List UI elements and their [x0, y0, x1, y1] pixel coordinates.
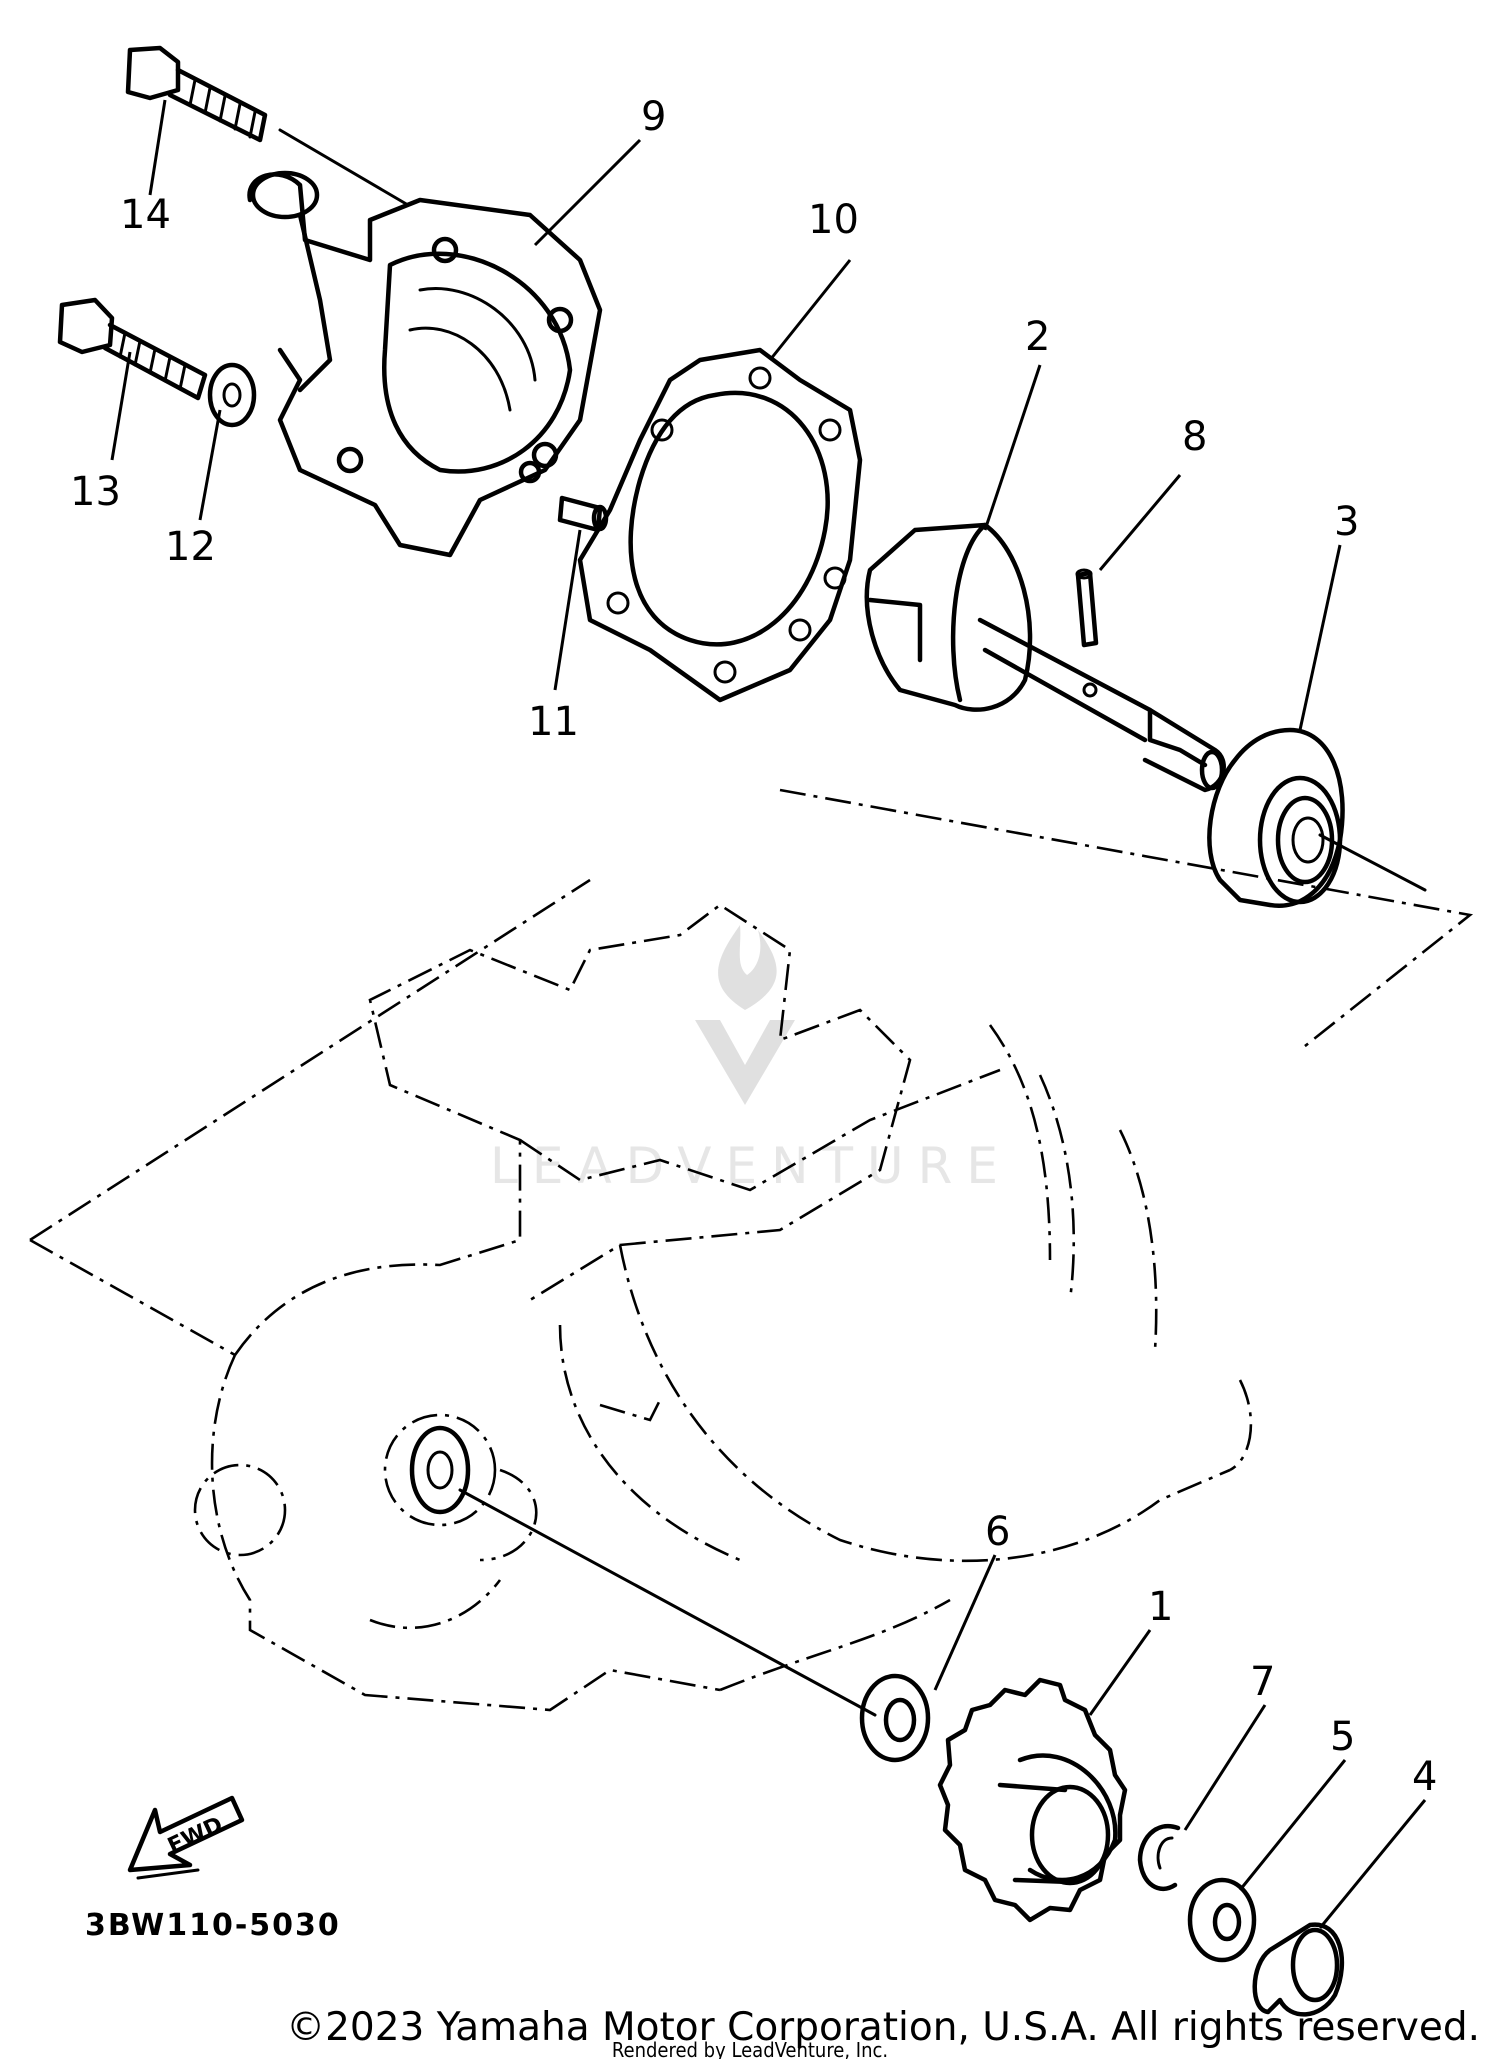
impeller-shaft-2 — [864, 522, 1226, 793]
fwd-label: FWD — [164, 1812, 227, 1859]
watermark: LEADVENTURE — [490, 925, 1012, 1195]
gear-1 — [937, 1677, 1128, 1923]
circlip-7 — [1137, 1824, 1181, 1892]
callout-12: 12 — [165, 524, 216, 570]
gasket-10 — [577, 347, 863, 703]
rendered-by-credit: Rendered by LeadVenture, Inc. — [612, 2038, 888, 2059]
callout-5: 5 — [1330, 1714, 1355, 1760]
washer-5 — [1187, 1877, 1257, 1963]
callout-8: 8 — [1182, 414, 1207, 460]
callout-10: 10 — [808, 197, 859, 243]
leadventure-logo-icon — [695, 925, 795, 1105]
pump-housing-9 — [247, 170, 603, 558]
callout-6: 6 — [985, 1509, 1010, 1555]
callouts: 9 10 2 8 3 11 12 13 14 6 1 7 5 4 — [70, 94, 1437, 1800]
washer-6 — [859, 1673, 931, 1763]
washer-12 — [207, 362, 257, 428]
callout-14: 14 — [120, 192, 171, 238]
bolt-13 — [57, 297, 208, 401]
impeller-axis-line — [458, 1488, 877, 1717]
callout-1: 1 — [1148, 1584, 1173, 1630]
bolt-14 — [125, 45, 268, 143]
pin-8 — [1075, 568, 1099, 648]
fwd-direction-badge: FWD — [127, 1795, 245, 1880]
callout-13: 13 — [70, 469, 121, 515]
bolt-axis-line — [278, 128, 410, 207]
callout-4: 4 — [1412, 1754, 1437, 1800]
collar-4 — [1252, 1922, 1345, 2017]
fwd-arrow-icon — [127, 1795, 245, 1880]
crankcase-phantom — [193, 903, 1253, 1712]
watermark-text: LEADVENTURE — [490, 1137, 1012, 1195]
leader-lines — [110, 99, 1427, 1929]
diagram-code: 3BW110-5030 — [85, 1908, 341, 1943]
assembly-outline — [29, 788, 1474, 1357]
callout-9: 9 — [641, 94, 666, 140]
callout-7: 7 — [1250, 1659, 1275, 1705]
copyright-notice: ©2023 Yamaha Motor Corporation, U.S.A. A… — [286, 2005, 1480, 2050]
callout-3: 3 — [1334, 499, 1359, 545]
bearing-3 — [1207, 727, 1345, 908]
callout-2: 2 — [1025, 314, 1050, 360]
callout-11: 11 — [528, 699, 579, 745]
